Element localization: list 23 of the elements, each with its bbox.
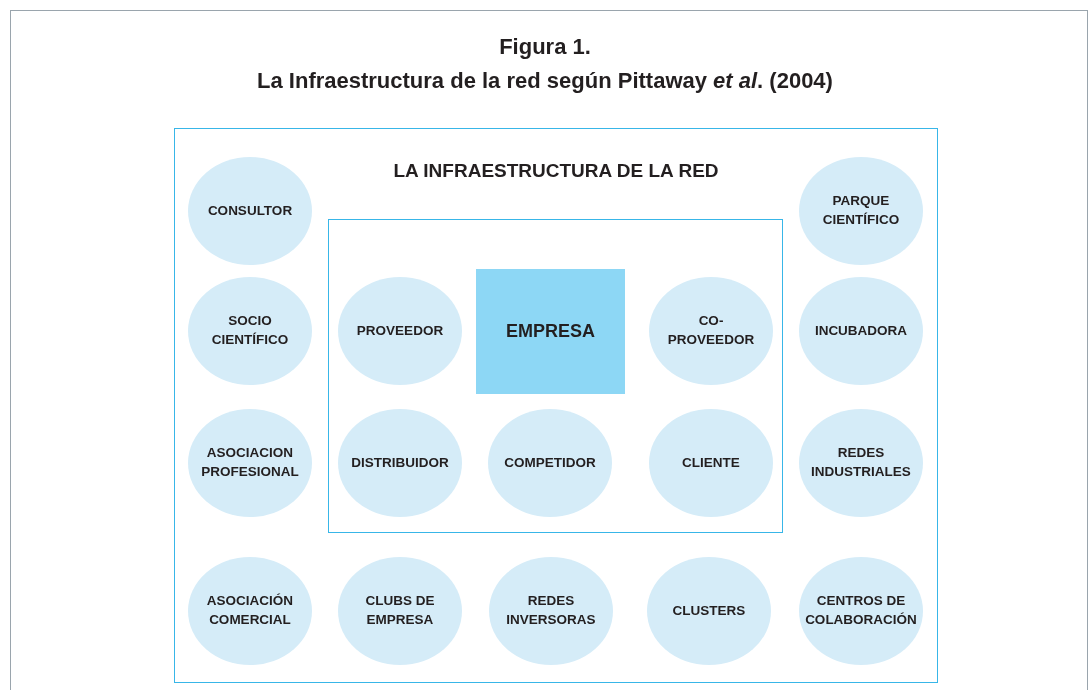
node-label: CLUBS DE EMPRESA bbox=[364, 592, 436, 629]
node-label: REDES INVERSORAS bbox=[505, 592, 597, 629]
node-label: INCUBADORA bbox=[813, 321, 909, 340]
node-label: SOCIO CIENTÍFICO bbox=[210, 312, 290, 349]
figure-caption: La Infraestructura de la red según Pittaway et al. (2004) bbox=[257, 67, 833, 96]
node-label: CLIENTE bbox=[681, 453, 741, 472]
node-label: CONSULTOR bbox=[206, 201, 294, 220]
node-label: DISTRIBUIDOR bbox=[350, 453, 450, 472]
node-label: ASOCIACION PROFESIONAL bbox=[200, 444, 300, 481]
node-label: EMPRESA bbox=[505, 319, 596, 343]
frame-heading: LA INFRAESTRUCTURA DE LA RED bbox=[393, 159, 719, 183]
center-box bbox=[476, 269, 625, 394]
inner-frame bbox=[328, 219, 783, 533]
outer-frame bbox=[174, 128, 938, 683]
node-label: REDES INDUSTRIALES bbox=[810, 444, 912, 481]
node-label: COMPETIDOR bbox=[503, 453, 597, 472]
node-label: CLUSTERS bbox=[671, 601, 747, 620]
node-label: PARQUE CIENTÍFICO bbox=[821, 192, 901, 229]
node-label: CENTROS DE COLABORACIÓN bbox=[804, 592, 918, 629]
node-label: ASOCIACIÓN COMERCIAL bbox=[205, 592, 295, 629]
node-label: PROVEEDOR bbox=[355, 321, 445, 340]
node-label: CO- PROVEEDOR bbox=[666, 312, 756, 349]
figure-title: Figura 1. bbox=[499, 33, 591, 61]
